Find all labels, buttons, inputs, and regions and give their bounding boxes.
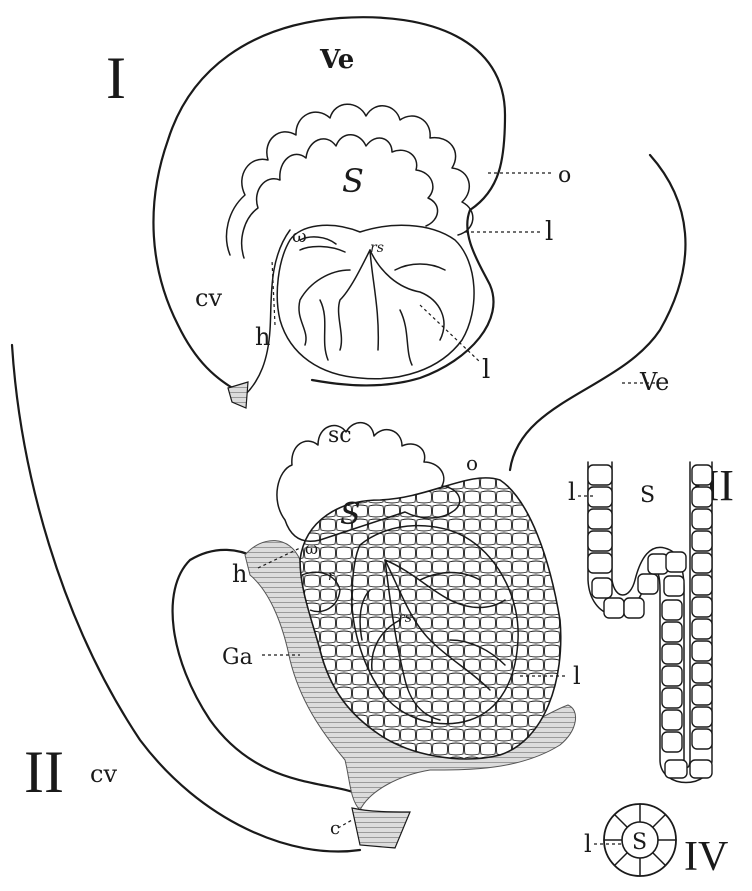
panel-II-label-c: c (330, 818, 340, 839)
panel-II: II Ve sc o S ω h rs r Ga (12, 155, 685, 852)
panel-I-liver-lobes (299, 246, 445, 365)
panel-II-tip (352, 808, 410, 848)
panel-III-label-l: l (568, 478, 576, 506)
panel-II-label-s: S (340, 497, 361, 532)
panel-II-leader-c (338, 820, 352, 828)
panel-I-label-o: o (558, 163, 571, 188)
panel-II-label-r: r (328, 569, 335, 584)
panel-IV-numeral: IV (684, 834, 728, 880)
panel-IV: IV S l (584, 804, 728, 880)
panel-III-cells (588, 465, 712, 778)
panel-II-label-ve: Ve (639, 368, 669, 396)
panel-III: III (568, 461, 734, 783)
panel-I-label-l-upper: l (545, 217, 553, 247)
panel-II-label-sc: sc (328, 423, 352, 448)
panel-II-label-ga: Ga (222, 645, 253, 670)
panel-II-envelope-right (510, 155, 685, 470)
panel-II-label-omega: ω (305, 539, 318, 558)
panel-I-stomach-inner (242, 135, 438, 258)
panel-II-numeral: II (24, 739, 64, 805)
panel-I-numeral: I (106, 45, 126, 111)
panel-II-label-rs: rs (398, 610, 412, 626)
panel-I-label-l-lower: l (482, 355, 490, 385)
panel-I-label-rs: rs (370, 240, 384, 256)
panel-IV-label-l: l (584, 830, 592, 858)
panel-I-label-s: S (342, 162, 364, 200)
panel-III-label-s: S (640, 483, 655, 508)
panel-I-label-cv: cv (195, 284, 222, 312)
panel-I-label-h: h (255, 323, 270, 351)
panel-II-label-l: l (573, 662, 581, 690)
panel-IV-label-s: S (632, 830, 647, 855)
panel-I-label-omega: ω (292, 226, 307, 247)
panel-II-label-o: o (466, 451, 478, 475)
panel-I: I Ve S o l l ω rs cv h (106, 17, 571, 408)
panel-II-label-cv: cv (90, 760, 117, 788)
panel-I-label-ve: Ve (319, 45, 354, 75)
panel-II-label-h: h (232, 560, 247, 588)
